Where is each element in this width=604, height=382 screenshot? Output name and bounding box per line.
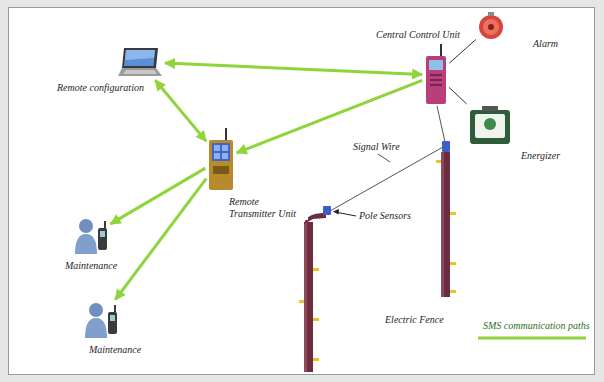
maintenance-person: Maintenance bbox=[82, 302, 118, 338]
node-label: Energizer bbox=[520, 150, 561, 162]
leader-arrow bbox=[333, 209, 339, 215]
sms-path bbox=[165, 63, 422, 74]
legend-text: SMS communication paths bbox=[482, 320, 591, 332]
control-unit-graphic bbox=[425, 44, 447, 106]
fence-pole bbox=[436, 141, 456, 297]
alarm-icon-graphic bbox=[478, 12, 504, 40]
part-label: Electric Fence bbox=[384, 314, 445, 326]
leader-line bbox=[378, 154, 390, 162]
pole-sensor bbox=[442, 141, 450, 152]
wire-connection bbox=[449, 87, 466, 103]
fence-pole bbox=[299, 206, 331, 372]
laptop-icon: Remote configuration bbox=[118, 46, 162, 78]
energizer-unit-graphic bbox=[468, 106, 512, 146]
node-label: Remote Transmitter Unit bbox=[228, 196, 308, 220]
legend-line bbox=[478, 337, 586, 340]
laptop-icon-graphic bbox=[118, 46, 162, 78]
node-label: Central Control Unit bbox=[375, 29, 461, 41]
node-label: Maintenance bbox=[64, 260, 118, 272]
part-label: Signal Wire bbox=[352, 141, 401, 153]
maintenance-person-graphic bbox=[82, 302, 118, 338]
signal-wire bbox=[437, 106, 445, 142]
node-label: Alarm bbox=[532, 38, 559, 50]
sms-path bbox=[237, 80, 422, 152]
pole-sensor bbox=[323, 206, 331, 215]
alarm-icon: Alarm bbox=[478, 12, 504, 40]
control-unit: Central Control Unit bbox=[425, 44, 447, 106]
maintenance-person: Maintenance bbox=[72, 218, 108, 254]
signal-wire bbox=[330, 147, 443, 211]
sms-path bbox=[115, 179, 206, 300]
maintenance-person-graphic bbox=[72, 218, 108, 254]
transmitter-unit: Remote Transmitter Unit bbox=[208, 128, 234, 190]
node-label: Maintenance bbox=[88, 344, 142, 356]
energizer-unit: Energizer bbox=[468, 106, 512, 146]
sms-path bbox=[111, 168, 206, 224]
sms-path bbox=[155, 80, 206, 141]
wire-connection bbox=[449, 40, 476, 64]
part-label: Pole Sensors bbox=[358, 210, 412, 222]
transmitter-unit-graphic bbox=[208, 128, 234, 190]
node-label: Remote configuration bbox=[56, 82, 145, 94]
